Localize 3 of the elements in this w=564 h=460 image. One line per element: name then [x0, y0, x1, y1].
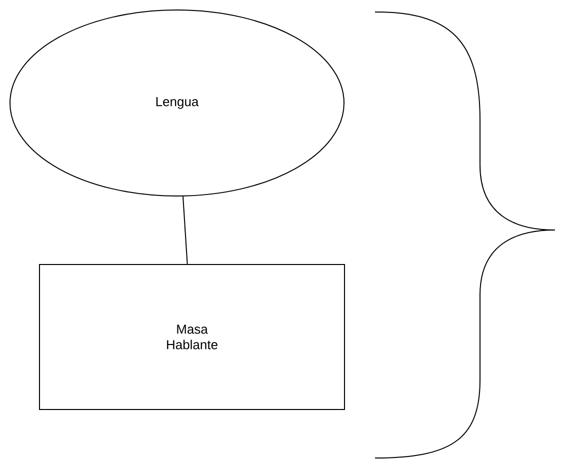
process-box: Masa Hablante — [39, 264, 345, 410]
ellipse-node: Lengua — [10, 10, 344, 196]
connector-line — [182, 196, 188, 264]
